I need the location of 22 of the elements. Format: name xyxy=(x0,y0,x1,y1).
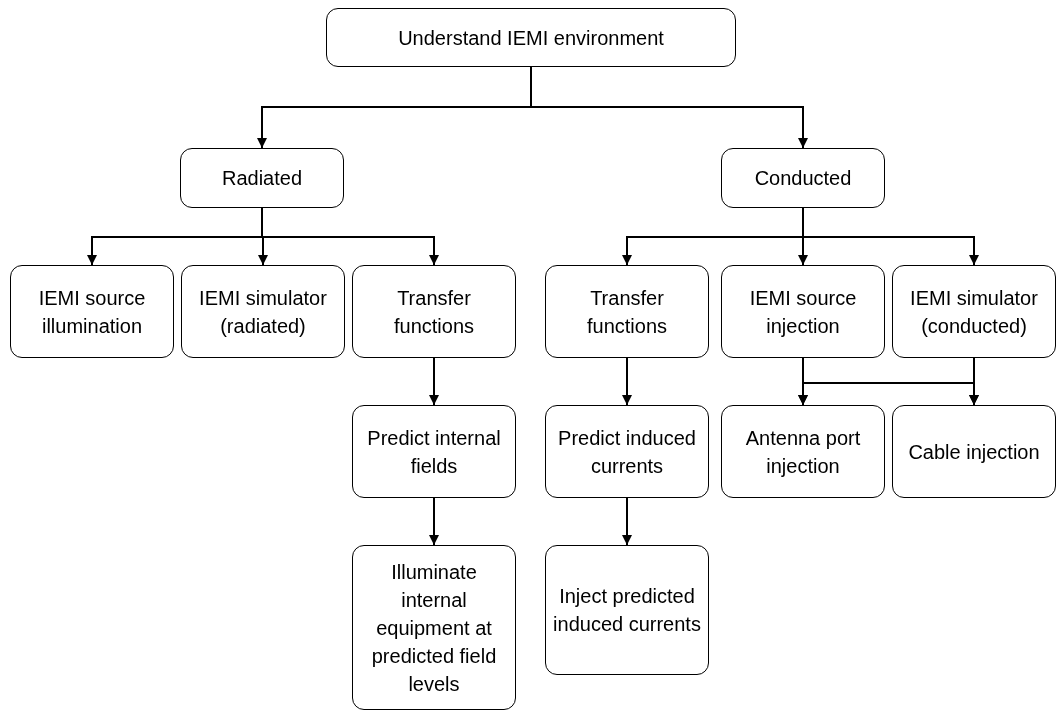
process-box: Predict internal fields xyxy=(352,405,516,498)
process-box: Predict induced currents xyxy=(545,405,709,498)
process-box: IEMI source illumination xyxy=(10,265,174,358)
arrow xyxy=(969,357,979,406)
arrow xyxy=(622,497,632,546)
arrow xyxy=(429,497,439,546)
process-box: IEMI simulator (radiated) xyxy=(181,265,345,358)
process-box: Cable injection xyxy=(892,405,1056,498)
process-box: Conducted xyxy=(721,148,885,208)
arrow xyxy=(429,357,439,406)
process-box: Antenna port injection xyxy=(721,405,885,498)
process-box: Illuminate internal equipment at predicted field levels xyxy=(352,545,516,710)
arrow xyxy=(802,207,979,266)
process-box: Inject predicted induced currents xyxy=(545,545,709,675)
process-box: IEMI simulator (conducted) xyxy=(892,265,1056,358)
process-box: Transfer functions xyxy=(545,265,709,358)
process-box: IEMI source injection xyxy=(721,265,885,358)
process-box: Transfer functions xyxy=(352,265,516,358)
arrow xyxy=(530,66,808,149)
process-box: Radiated xyxy=(180,148,344,208)
process-box: Understand IEMI environment xyxy=(326,8,736,67)
arrow xyxy=(622,357,632,406)
